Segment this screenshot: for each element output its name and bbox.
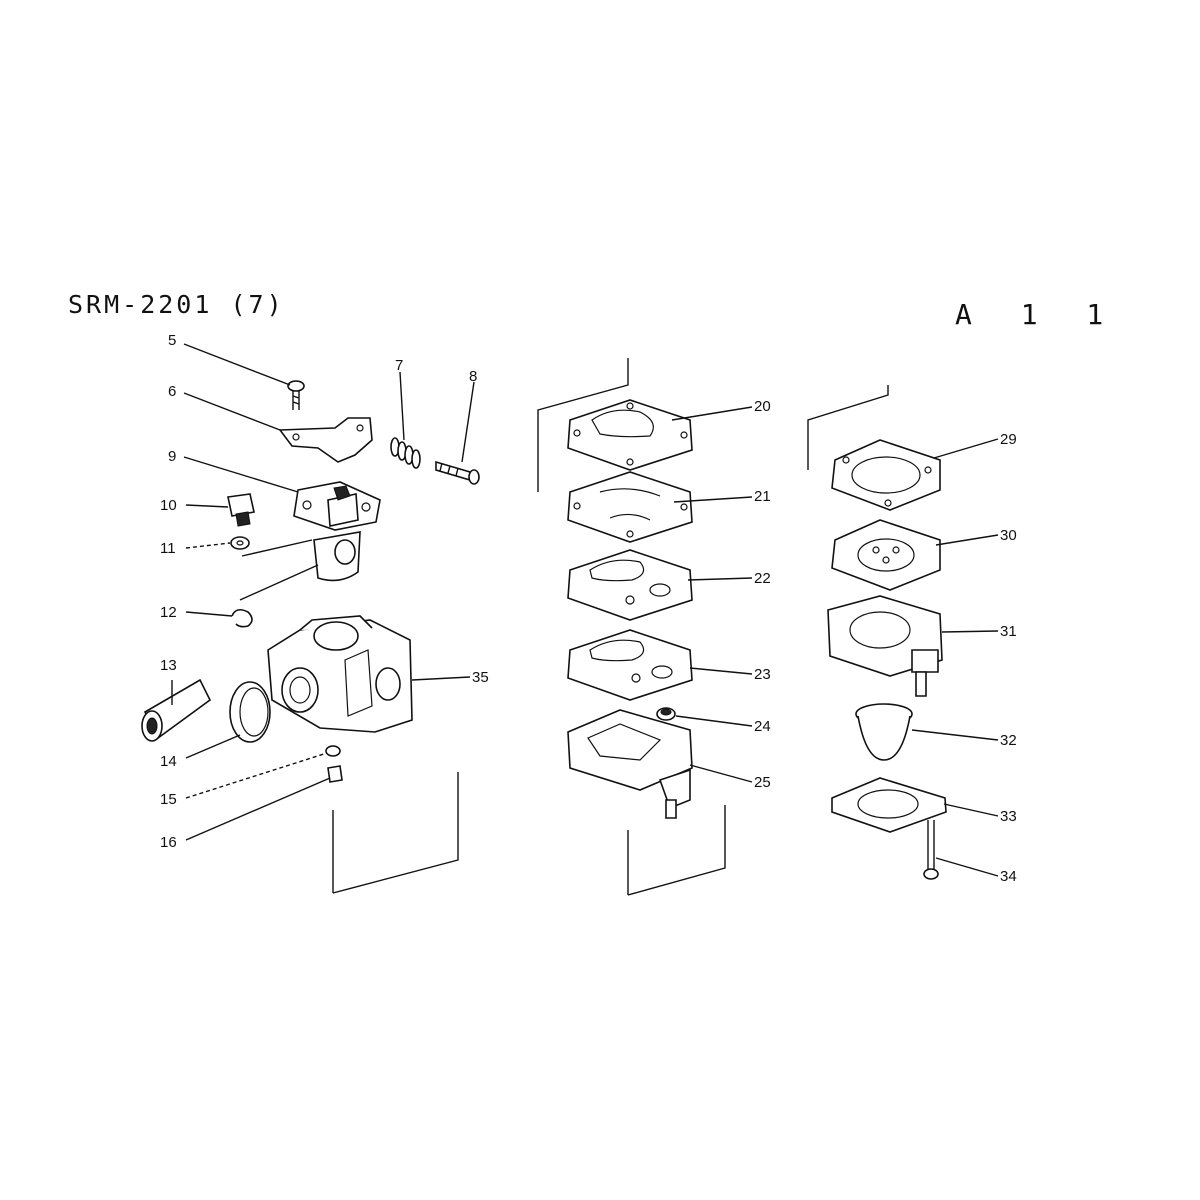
callout-10: 10 xyxy=(160,497,177,514)
callout-15: 15 xyxy=(160,791,177,808)
part-21-diaphragm xyxy=(567,471,693,543)
part-32-primer-bulb xyxy=(855,703,913,761)
callout-32: 32 xyxy=(1000,732,1017,749)
callout-8: 8 xyxy=(469,368,477,385)
part-6-lever-plate xyxy=(278,417,373,463)
callout-25: 25 xyxy=(754,774,771,791)
part-31-metering-body xyxy=(827,595,943,697)
callout-33: 33 xyxy=(1000,808,1017,825)
callout-21: 21 xyxy=(754,488,771,505)
part-16-nut xyxy=(327,765,343,783)
part-30-diaphragm xyxy=(831,519,941,591)
part-34-screw xyxy=(923,820,939,880)
callout-20: 20 xyxy=(754,398,771,415)
callout-5: 5 xyxy=(168,332,176,349)
page-code: A 1 1 xyxy=(955,298,1120,331)
callout-29: 29 xyxy=(1000,431,1017,448)
callout-labels: 5 6 7 8 9 10 11 12 13 14 15 16 35 20 21 … xyxy=(160,332,1017,885)
part-9-throttle-body xyxy=(293,481,381,582)
model-code: SRM-2201 (7) xyxy=(68,290,285,319)
part-22-plate xyxy=(567,549,693,621)
callout-9: 9 xyxy=(168,448,176,465)
callout-16: 16 xyxy=(160,834,177,851)
part-20-gasket xyxy=(567,399,693,471)
callout-35: 35 xyxy=(472,669,489,686)
callout-31: 31 xyxy=(1000,623,1017,640)
callout-23: 23 xyxy=(754,666,771,683)
callout-11: 11 xyxy=(160,540,176,557)
part-29-gasket xyxy=(831,439,941,511)
part-24-cap xyxy=(656,707,676,721)
part-12-clip xyxy=(231,608,253,628)
part-13-tube xyxy=(141,678,212,742)
part-14-oring xyxy=(229,681,271,743)
part-8-screw xyxy=(435,460,480,485)
part-23-gasket xyxy=(567,629,693,701)
part-35-carb-body xyxy=(267,615,413,733)
callout-14: 14 xyxy=(160,753,177,770)
part-33-cover-plate xyxy=(831,777,947,833)
callout-6: 6 xyxy=(168,383,176,400)
part-11-washer xyxy=(230,536,250,550)
part-5-screw xyxy=(287,380,305,410)
callout-13: 13 xyxy=(160,657,177,674)
part-25-pump-body xyxy=(567,709,693,819)
callout-22: 22 xyxy=(754,570,771,587)
callout-24: 24 xyxy=(754,718,771,735)
part-10-plug xyxy=(227,493,255,527)
leader-lines xyxy=(171,343,999,877)
part-7-spring xyxy=(390,437,421,469)
part-15-washer xyxy=(325,745,341,757)
callout-7: 7 xyxy=(395,357,403,374)
callout-12: 12 xyxy=(160,604,177,621)
callout-34: 34 xyxy=(1000,868,1017,885)
callout-30: 30 xyxy=(1000,527,1017,544)
